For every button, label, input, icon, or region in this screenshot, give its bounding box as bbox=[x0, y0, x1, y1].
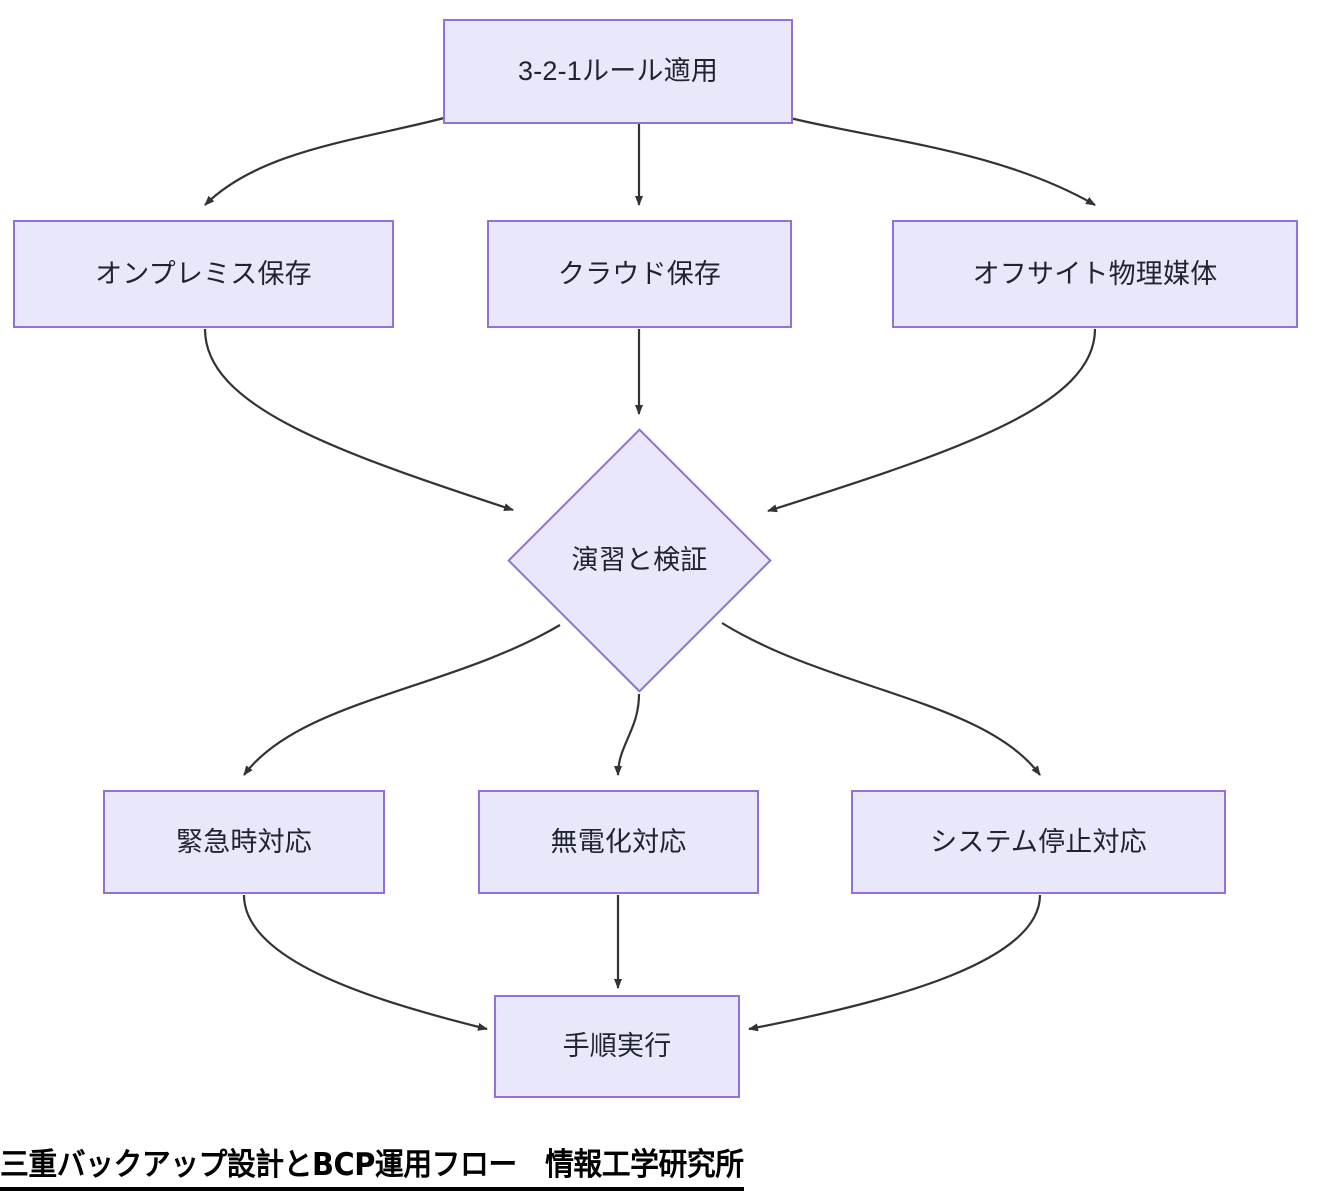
node-rule-label: 3-2-1ルール適用 bbox=[517, 56, 719, 87]
edge-drill-nopower bbox=[614, 693, 641, 776]
node-procedure[interactable]: 手順実行 bbox=[494, 995, 740, 1098]
node-onprem-label: オンプレミス保存 bbox=[95, 258, 312, 289]
node-nopower[interactable]: 無電化対応 bbox=[478, 790, 759, 894]
node-emergency[interactable]: 緊急時対応 bbox=[103, 790, 385, 894]
node-offsite[interactable]: オフサイト物理媒体 bbox=[892, 220, 1298, 328]
node-offsite-label: オフサイト物理媒体 bbox=[972, 258, 1218, 289]
edge-rule-offsite bbox=[789, 116, 1096, 206]
edge-onprem-drill bbox=[203, 328, 514, 512]
node-procedure-label: 手順実行 bbox=[562, 1031, 672, 1062]
node-nopower-label: 無電化対応 bbox=[550, 826, 687, 857]
node-cloud[interactable]: クラウド保存 bbox=[487, 220, 792, 328]
edge-rule-onprem bbox=[204, 116, 445, 206]
edge-offsite-drill bbox=[767, 328, 1097, 513]
caption-text: 三重バックアップ設計とBCP運用フロー 情報工学研究所 bbox=[0, 1139, 744, 1191]
diagram-caption: 三重バックアップ設計とBCP運用フロー 情報工学研究所 bbox=[0, 1139, 1328, 1196]
node-emergency-label: 緊急時対応 bbox=[176, 826, 312, 857]
node-rule[interactable]: 3-2-1ルール適用 bbox=[443, 19, 793, 124]
node-drill-label: 演習と検証 bbox=[571, 545, 708, 576]
node-cloud-label: クラウド保存 bbox=[557, 258, 722, 289]
edge-emergency-procedure bbox=[242, 894, 488, 1031]
node-drill[interactable]: 演習と検証 bbox=[507, 428, 772, 693]
node-onprem[interactable]: オンプレミス保存 bbox=[13, 220, 394, 328]
node-sysdown[interactable]: システム停止対応 bbox=[851, 790, 1226, 894]
edge-sysdown-procedure bbox=[748, 894, 1042, 1032]
node-sysdown-label: システム停止対応 bbox=[930, 826, 1147, 857]
